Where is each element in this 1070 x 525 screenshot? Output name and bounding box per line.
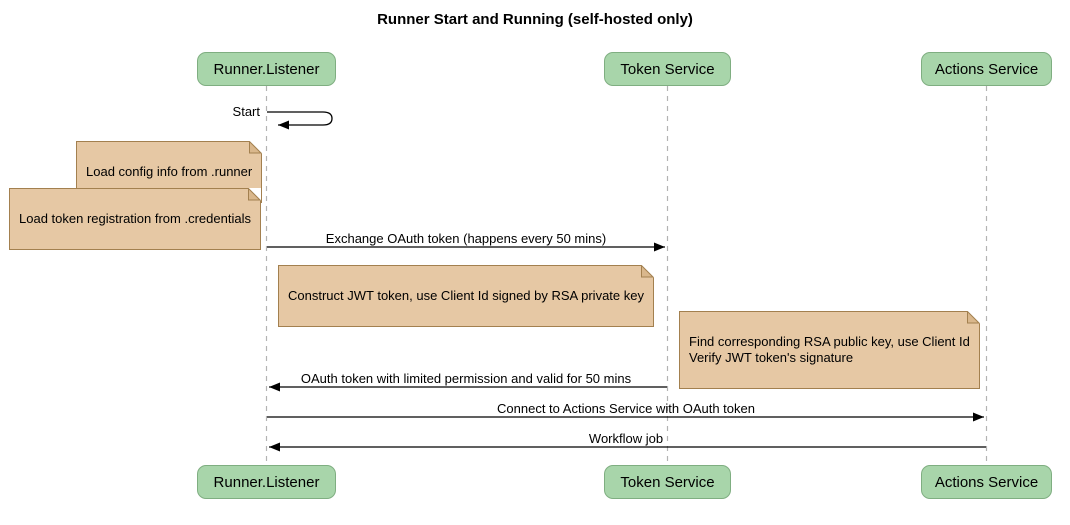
message-label-exchange-oauth: Exchange OAuth token (happens every 50 m… — [325, 231, 607, 246]
note-fold-icon — [249, 141, 263, 154]
note-text: Construct JWT token, use Client Id signe… — [288, 288, 644, 303]
participant-runner-listener-top: Runner.Listener — [197, 52, 336, 86]
note-text: Find corresponding RSA public key, use C… — [689, 334, 970, 365]
participant-token-service-bottom: Token Service — [604, 465, 731, 499]
note-construct-jwt: Construct JWT token, use Client Id signe… — [278, 265, 654, 327]
participant-label: Token Service — [620, 473, 715, 491]
note-text: Load config info from .runner — [86, 164, 253, 179]
message-label-connect-actions: Connect to Actions Service with OAuth to… — [497, 401, 755, 416]
participant-runner-listener-bottom: Runner.Listener — [197, 465, 336, 499]
participant-label: Runner.Listener — [213, 473, 320, 491]
message-arrow-start-self-loop — [267, 111, 333, 130]
diagram-title: Runner Start and Running (self-hosted on… — [377, 11, 693, 28]
participant-label: Token Service — [620, 60, 715, 78]
participant-token-service-top: Token Service — [604, 52, 731, 86]
note-text: Load token registration from .credential… — [19, 211, 251, 226]
message-label-oauth-return: OAuth token with limited permission and … — [300, 371, 632, 386]
note-fold-icon — [247, 188, 261, 201]
participant-label: Actions Service — [934, 473, 1039, 491]
participant-label: Actions Service — [934, 60, 1039, 78]
participant-label: Runner.Listener — [213, 60, 320, 78]
note-fold-icon — [640, 265, 654, 278]
participant-actions-service-bottom: Actions Service — [921, 465, 1052, 499]
participant-actions-service-top: Actions Service — [921, 52, 1052, 86]
note-fold-icon — [966, 311, 980, 324]
note-verify-jwt: Find corresponding RSA public key, use C… — [679, 311, 980, 389]
message-label-workflow-job: Workflow job — [588, 431, 664, 446]
note-load-token-registration: Load token registration from .credential… — [9, 188, 261, 250]
message-label-start: Start — [232, 104, 260, 119]
